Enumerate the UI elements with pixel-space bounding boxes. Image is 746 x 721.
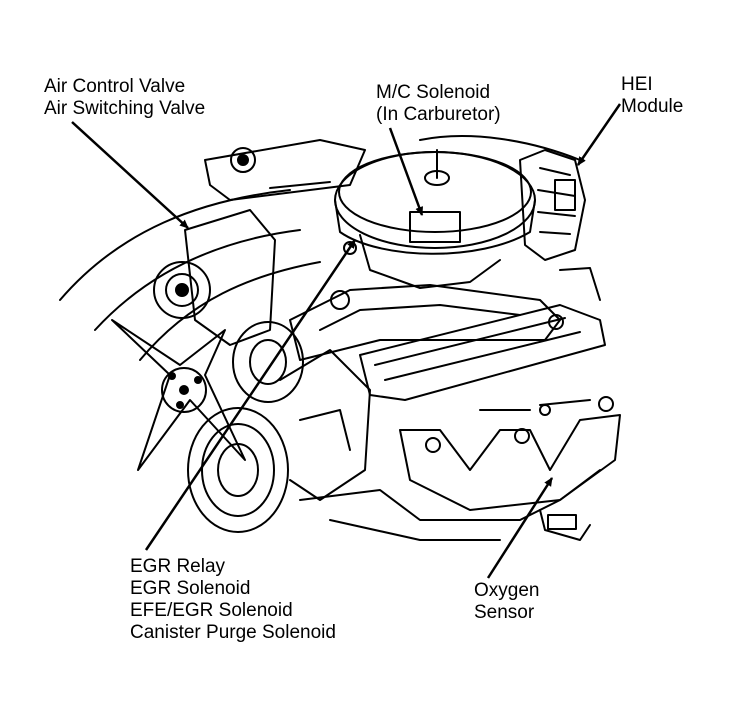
egr-relay-text: EGR Relay <box>130 556 226 577</box>
engine-drawing <box>59 135 621 541</box>
egr-solenoid-text: EGR Solenoid <box>130 578 251 599</box>
mc-solenoid-label: M/C Solenoid (In Carburetor) <box>376 82 501 126</box>
air-valve-leader <box>71 121 189 229</box>
oxygen-text: Oxygen <box>474 580 540 601</box>
in-carburetor-text: (In Carburetor) <box>376 104 501 125</box>
sensor-text: Sensor <box>474 602 535 623</box>
hei-module-leader <box>576 103 622 166</box>
mc-solenoid-text: M/C Solenoid <box>376 82 491 103</box>
hei-module-label: HEI Module <box>621 74 683 118</box>
leader-lines <box>71 103 622 579</box>
mc-solenoid-leader <box>388 127 424 216</box>
air-valve-label: Air Control Valve Air Switching Valve <box>44 76 205 120</box>
egr-group-label: EGR Relay EGR Solenoid EFE/EGR Solenoid … <box>130 556 336 644</box>
efe-egr-solenoid-text: EFE/EGR Solenoid <box>130 600 293 621</box>
egr-group-leader <box>144 239 357 551</box>
module-text: Module <box>621 96 684 117</box>
oxygen-sensor-label: Oxygen Sensor <box>474 580 539 624</box>
oxygen-sensor-leader <box>486 477 554 579</box>
air-switching-valve-text: Air Switching Valve <box>44 98 206 119</box>
hei-text: HEI <box>621 74 653 95</box>
air-control-valve-text: Air Control Valve <box>44 76 186 97</box>
canister-purge-solenoid-text: Canister Purge Solenoid <box>130 622 336 643</box>
